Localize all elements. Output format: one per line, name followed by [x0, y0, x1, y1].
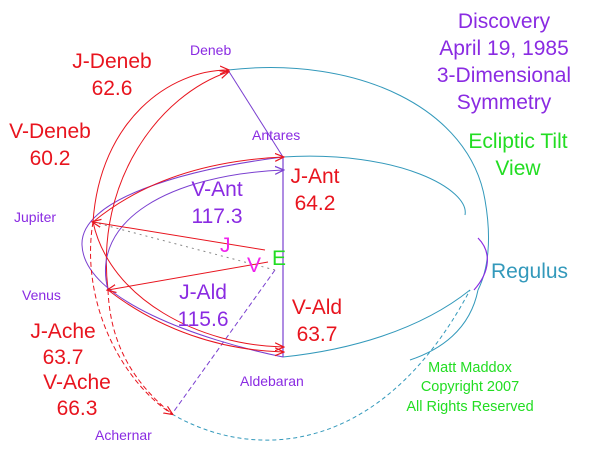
v-deneb-arc: [105, 72, 228, 291]
center-letters: J V E: [220, 234, 286, 277]
v-ald-label: V-Ald: [292, 296, 342, 319]
j-ant-value: 64.2: [295, 192, 336, 215]
deneb-label: Deneb: [190, 42, 231, 58]
center-v: V: [247, 254, 261, 277]
j-ache-arc: [90, 221, 172, 414]
title-line4: Symmetry: [457, 91, 552, 114]
v-ald-value: 63.7: [297, 323, 338, 346]
star-labels: Deneb Antares Jupiter Venus Aldebaran Ac…: [14, 42, 568, 443]
sphere-lower-dashed-arc: [171, 289, 471, 441]
regulus-label: Regulus: [491, 260, 568, 283]
aldebaran-label: Aldebaran: [240, 373, 304, 389]
v-ache-value: 66.3: [57, 397, 98, 420]
j-ache-value: 63.7: [43, 346, 84, 369]
v-ald-arc: [107, 289, 283, 352]
j-deneb-arc: [92, 70, 228, 223]
j-ald-value: 115.6: [178, 308, 229, 331]
sphere-right-arc: [409, 289, 479, 361]
j-deneb-value: 62.6: [92, 77, 133, 100]
antares-label: Antares: [252, 127, 300, 143]
ecliptic-ellipse: [81, 156, 284, 358]
title-line1: Discovery: [458, 10, 551, 33]
j-ald-arc: [92, 221, 283, 347]
v-ache-arc: [107, 289, 173, 415]
title-line2: April 19, 1985: [439, 37, 569, 60]
j-ant-label: J-Ant: [290, 165, 339, 188]
v-ache-label: V-Ache: [43, 371, 111, 394]
center-jupiter-line: [93, 222, 266, 251]
achernar-label: Achernar: [95, 427, 152, 443]
j-deneb-label: J-Deneb: [72, 50, 151, 73]
center-e: E: [272, 247, 286, 270]
angle-labels: J-Deneb 62.6 V-Deneb 60.2 V-Ant 117.3 J-…: [9, 50, 342, 420]
j-ache-label: J-Ache: [30, 320, 95, 343]
regulus-arc: [473, 237, 488, 291]
v-ant-arc: [105, 170, 283, 291]
deneb-achernar-line: [227, 69, 284, 158]
j-ald-label: J-Ald: [179, 281, 227, 304]
v-deneb-label: V-Deneb: [9, 120, 91, 143]
v-ant-label: V-Ant: [191, 178, 243, 201]
title-line3: 3-Dimensional: [437, 64, 571, 87]
view-line2: View: [495, 157, 541, 180]
ecliptic-lines: [81, 69, 284, 415]
credit-line3: All Rights Reserved: [406, 399, 533, 415]
celestial-sphere: [171, 67, 489, 441]
sphere-upper-arc: [227, 67, 489, 291]
center-venus-line: [108, 261, 269, 290]
center-jupiter-dashed: [92, 221, 276, 271]
sphere-equator-back: [282, 155, 466, 216]
credit-line1: Matt Maddox: [428, 360, 513, 376]
sphere-aldebaran-arc: [282, 289, 471, 358]
title-block: Discovery April 19, 1985 3-Dimensional S…: [437, 10, 571, 180]
venus-label: Venus: [22, 287, 61, 303]
center-j: J: [220, 234, 231, 257]
v-deneb-value: 60.2: [30, 147, 71, 170]
red-arcs: [90, 70, 283, 415]
view-line1: Ecliptic Tilt: [468, 130, 567, 153]
v-ant-value: 117.3: [192, 205, 243, 228]
j-ant-arc: [92, 157, 283, 223]
jupiter-label: Jupiter: [14, 209, 56, 225]
credit-line2: Copyright 2007: [421, 379, 519, 395]
center-achernar-dashed: [171, 269, 276, 415]
credit-block: Matt Maddox Copyright 2007 All Rights Re…: [406, 360, 533, 415]
